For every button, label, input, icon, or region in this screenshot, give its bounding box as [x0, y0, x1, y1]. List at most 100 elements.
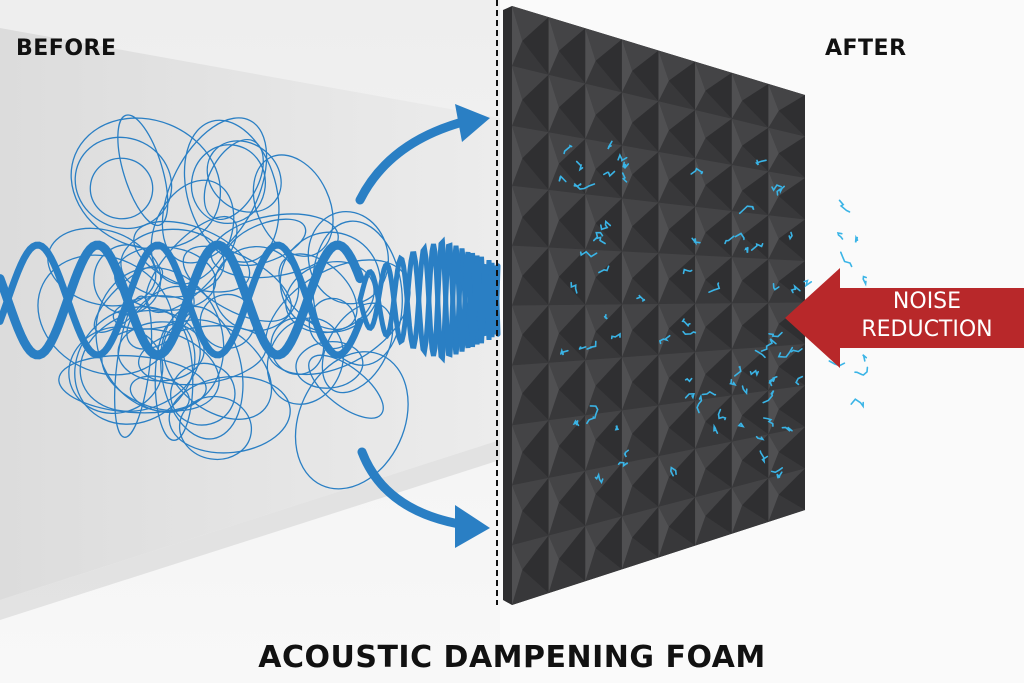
pyramid-face-top [512, 6, 549, 41]
pyramid-face-left [731, 395, 743, 442]
pyramid-face-right [668, 255, 696, 304]
pyramid-face-bottom [731, 370, 769, 396]
pyramid-face-right [778, 219, 805, 261]
pyramid-face-top [731, 478, 769, 506]
pyramid-face-top [731, 390, 769, 416]
pyramid-face-top [768, 259, 805, 282]
pyramid-face-right [742, 434, 769, 479]
pyramid-face-bottom [512, 275, 549, 306]
pyramid-face-top [512, 185, 549, 218]
chaotic-noise-loop [70, 117, 222, 250]
pyramid-face-right [742, 346, 769, 391]
pyramid-face-top [695, 303, 732, 328]
pyramid-face-top [621, 198, 659, 227]
chaotic-noise-loop [168, 375, 291, 454]
pyramid-face-right [632, 151, 659, 203]
pyramid-face-right [558, 28, 586, 84]
pyramid-face-top [768, 215, 805, 239]
pyramid-face-left [548, 132, 559, 190]
pyramid-face-right [522, 132, 549, 190]
pyramid-face-left [585, 360, 596, 416]
pyramid-face-top [695, 487, 732, 517]
pyramid-face-right [705, 303, 732, 350]
pyramid-face-top [695, 206, 732, 233]
pyramid-face-right [778, 427, 805, 469]
absorbed-noise-squiggle [684, 392, 695, 400]
pyramid-face-left [768, 478, 779, 522]
pyramid-face-bottom [768, 494, 805, 522]
pyramid-face-left [658, 253, 669, 304]
chaotic-noise-loop [182, 245, 292, 322]
pyramid-face-right [705, 441, 732, 488]
pyramid-face-right [705, 257, 732, 304]
pyramid-face-top [548, 247, 586, 277]
absorbed-noise-squiggle [708, 282, 721, 293]
before-label: BEFORE [16, 36, 117, 61]
pyramid-face-bottom [658, 477, 696, 507]
acoustic-foam-panel [503, 6, 805, 605]
absorbed-noise-squiggle [803, 279, 813, 288]
pyramid-face-top [548, 360, 586, 390]
pyramid-face-right [632, 405, 659, 457]
pyramid-face-left [585, 470, 596, 526]
pyramid-face-bottom [548, 50, 586, 84]
pyramid-face-left [548, 17, 559, 75]
pyramid-face-top [512, 305, 549, 335]
absorbed-noise-squiggle [682, 330, 697, 336]
pyramid-face-left [512, 245, 523, 306]
pyramid-face-bottom [695, 232, 732, 258]
pyramid-face-left [695, 61, 706, 110]
chaotic-noise-loop [133, 220, 251, 293]
pyramid-face-left [585, 194, 596, 250]
absorbed-noise-squiggle [763, 417, 774, 427]
absorbed-noise-squiggle [836, 231, 844, 240]
pyramid-face-bottom [731, 505, 769, 534]
pyramid-face-right [522, 74, 549, 133]
pyramid-face-top [621, 354, 659, 382]
pyramid-face-top [548, 132, 586, 164]
pyramid-face-left [585, 415, 596, 471]
chaotic-noise-loop [114, 295, 153, 438]
chaotic-noise-loop [308, 354, 384, 419]
chaotic-noise-loop [47, 227, 157, 307]
pyramid-face-left [512, 305, 523, 366]
pyramid-face-left [621, 39, 633, 93]
pyramid-face-bottom [621, 122, 659, 152]
pyramid-face-bottom [731, 325, 769, 350]
pyramid-face-left [658, 304, 669, 355]
absorbed-noise-squiggle [771, 184, 782, 192]
absorbed-noise-squiggle [729, 378, 737, 386]
absorbed-noise-squiggle [598, 265, 610, 274]
pyramid-face-top [695, 349, 732, 375]
pyramid-face-right [778, 95, 805, 137]
pyramid-face-left [768, 83, 779, 128]
pyramid-face-top [621, 456, 659, 486]
pyramid-face-right [705, 72, 732, 119]
pyramid-face-bottom [695, 516, 732, 546]
pyramid-face-right [705, 487, 732, 534]
pyramid-face-bottom [731, 460, 769, 488]
reflect-arrow-up-head [455, 104, 490, 142]
absorbed-noise-squiggle [759, 450, 769, 464]
pyramid-face-right [595, 357, 622, 411]
absorbed-noise-squiggle [621, 172, 628, 183]
pyramid-face-left [621, 516, 633, 570]
pyramid-face-bottom [548, 559, 586, 594]
chaotic-noise-loop [79, 309, 201, 412]
pyramid-face-right [632, 354, 659, 406]
absorbed-noise-squiggle [682, 268, 693, 275]
absorbed-noise-squiggle [772, 283, 780, 291]
pyramid-face-top [512, 245, 549, 276]
absorbed-noise-squiggle [636, 294, 646, 302]
pyramid-face-top [768, 83, 805, 111]
pyramid-face-bottom [548, 446, 586, 478]
pyramid-face-top [658, 303, 696, 329]
absorbed-noise-squiggle [755, 435, 765, 441]
absorbed-noise-squiggle [838, 199, 851, 213]
pyramid-face-bottom [658, 328, 696, 355]
pyramid-face-left [512, 545, 523, 605]
absorbed-noise-squiggle [737, 422, 745, 428]
pyramid-face-bottom [621, 226, 659, 254]
pyramid-face-left [695, 158, 706, 207]
pyramid-face-bottom [731, 280, 769, 304]
